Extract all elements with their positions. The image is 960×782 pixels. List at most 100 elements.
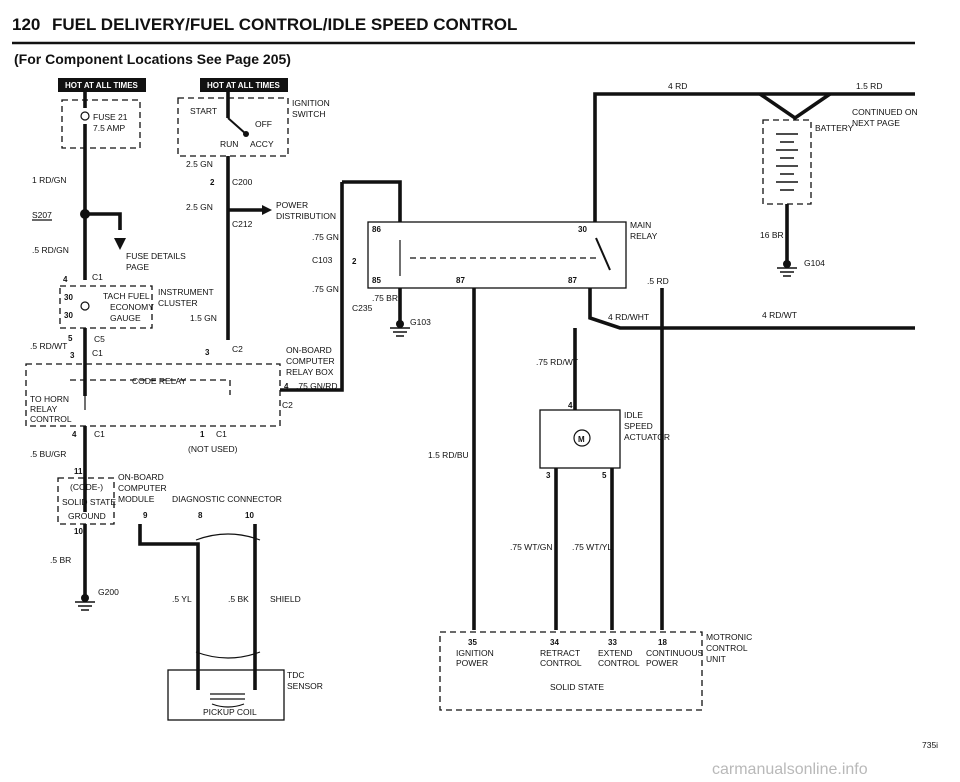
power-dist-arrow xyxy=(262,205,272,215)
fuse-details-page: PAGE xyxy=(126,262,149,272)
hot-badge-2 xyxy=(200,78,288,92)
main-relay-box xyxy=(367,221,627,289)
fuse-details-arrow xyxy=(114,238,126,250)
ground-g200-dot xyxy=(81,594,89,602)
watermark: carmanualsonline.info xyxy=(712,761,868,778)
ground-g103: G103 xyxy=(410,317,431,327)
relay-contact xyxy=(595,237,611,271)
cluster-gauge: GAUGE xyxy=(110,313,141,323)
motronic-pin-35-l1: IGNITION xyxy=(456,648,494,658)
pin-10-a: 10 xyxy=(74,527,83,536)
ign-switch-blade xyxy=(227,117,247,135)
ign-title-2: SWITCH xyxy=(292,109,326,119)
module-title-3: MODULE xyxy=(118,494,155,504)
ground-g200-symbol xyxy=(75,601,95,611)
pin-4-d: 4 xyxy=(568,401,573,410)
wire-label-16br: 16 BR xyxy=(760,230,784,240)
wire-label-15rdbu: 1.5 RD/BU xyxy=(428,450,469,460)
relaybox-title-2: COMPUTER xyxy=(286,356,335,366)
conn-c103: C103 xyxy=(312,255,333,265)
relaybox-title-1: ON-BOARD xyxy=(286,345,332,355)
pin-3-c: 3 xyxy=(546,471,551,480)
power-dist-2: DISTRIBUTION xyxy=(276,211,336,221)
cluster-title-2: CLUSTER xyxy=(158,298,198,308)
pin-4-c: 4 xyxy=(284,382,289,391)
splice-s207: S207 xyxy=(32,210,52,220)
fuse-element xyxy=(80,111,90,121)
module-title-2: COMPUTER xyxy=(118,483,167,493)
cluster-node xyxy=(80,301,90,311)
relay-box xyxy=(25,363,281,427)
wire-label-15rd: 1.5 RD xyxy=(856,81,882,91)
wire-4rdwt xyxy=(588,288,915,330)
module-inner-1: (CODE-) xyxy=(70,482,103,492)
continued-1: CONTINUED ON xyxy=(852,107,918,117)
module-title-1: ON-BOARD xyxy=(118,472,164,482)
relay-link xyxy=(70,379,231,395)
pin-86: 86 xyxy=(372,225,381,234)
wire-label-4rdwt: 4 RD/WT xyxy=(762,310,797,320)
actuator-motor xyxy=(573,429,591,447)
ground-g103-dot xyxy=(396,320,404,328)
pickup-coil-symbol xyxy=(210,693,245,708)
wire-label-5rd: .5 RD xyxy=(647,276,669,286)
conn-c1-d: C1 xyxy=(216,429,227,439)
page-subtitle: (For Component Locations See Page 205) xyxy=(14,51,291,67)
ignition-switch-box xyxy=(177,97,289,157)
idle-title-3: ACTUATOR xyxy=(624,432,670,442)
motronic-title-1: MOTRONIC xyxy=(706,632,752,642)
wire-label-25gn-a: 2.5 GN xyxy=(186,159,213,169)
conn-c2-a: C2 xyxy=(232,344,243,354)
idle-title-1: IDLE xyxy=(624,410,643,420)
wire-label-5yl: .5 YL xyxy=(172,594,192,604)
wire-label-75wtyl: .75 WT/YL xyxy=(572,542,612,552)
tdc-title-2: SENSOR xyxy=(287,681,323,691)
wire-label-75gn-a: .75 GN xyxy=(312,232,339,242)
hot-badge-2-text: HOT AT ALL TIMES xyxy=(207,81,281,90)
hot-badge-1-text: HOT AT ALL TIMES xyxy=(65,81,139,90)
fuse-name: FUSE 21 xyxy=(93,112,128,122)
wire-label-75rdwt: .75 RD/WT xyxy=(536,357,578,367)
pin-85: 85 xyxy=(372,276,381,285)
cluster-box xyxy=(59,285,153,329)
page-title: FUEL DELIVERY/FUEL CONTROL/IDLE SPEED CO… xyxy=(52,15,517,34)
pin-5-b: 5 xyxy=(602,471,607,480)
pin-2-b: 2 xyxy=(352,257,357,266)
pin-4: 4 xyxy=(63,275,68,284)
relaybox-title-3: RELAY BOX xyxy=(286,367,334,377)
motronic-pin-34: 34 xyxy=(550,638,559,647)
hot-badge-1 xyxy=(58,78,146,92)
pin-9: 9 xyxy=(143,511,148,520)
pin-30-c: 30 xyxy=(578,225,587,234)
main-relay-2: RELAY xyxy=(630,231,658,241)
diag-label: DIAGNOSTIC CONNECTOR xyxy=(172,494,282,504)
pin-5: 5 xyxy=(68,334,73,343)
battery-box xyxy=(762,119,812,205)
wire-label-1rdgn: 1 RD/GN xyxy=(32,175,66,185)
cluster-title: INSTRUMENT xyxy=(158,287,214,297)
pin-10-b: 10 xyxy=(245,511,254,520)
motronic-title-2: CONTROL xyxy=(706,643,748,653)
conn-c2-b: C2 xyxy=(282,400,293,410)
module-inner-3: GROUND xyxy=(68,511,106,521)
motronic-pin-35-l2: POWER xyxy=(456,658,488,668)
ign-accy: ACCY xyxy=(250,139,274,149)
battery-cells xyxy=(776,133,798,191)
model-tag: 735i xyxy=(922,740,938,750)
continued-2: NEXT PAGE xyxy=(852,118,900,128)
wire-label-5rdgn: .5 RD/GN xyxy=(32,245,69,255)
tdc-sensor-box xyxy=(167,669,285,721)
motronic-pin-34-l1: RETRACT xyxy=(540,648,580,658)
wire-label-5br: .5 BR xyxy=(50,555,71,565)
battery-label: BATTERY xyxy=(815,123,854,133)
pin-11: 11 xyxy=(74,467,83,476)
wire-75gn-top xyxy=(342,180,402,222)
conn-c5: C5 xyxy=(94,334,105,344)
wire-label-75br: .75 BR xyxy=(372,293,398,303)
wire-to-fuse-details xyxy=(85,212,122,230)
shield-outline xyxy=(195,533,261,659)
conn-c1-a: C1 xyxy=(92,272,103,282)
motronic-pin-33-l2: CONTROL xyxy=(598,658,640,668)
actuator-motor-label: M xyxy=(578,435,585,444)
horn-label-1: TO HORN xyxy=(30,394,69,404)
